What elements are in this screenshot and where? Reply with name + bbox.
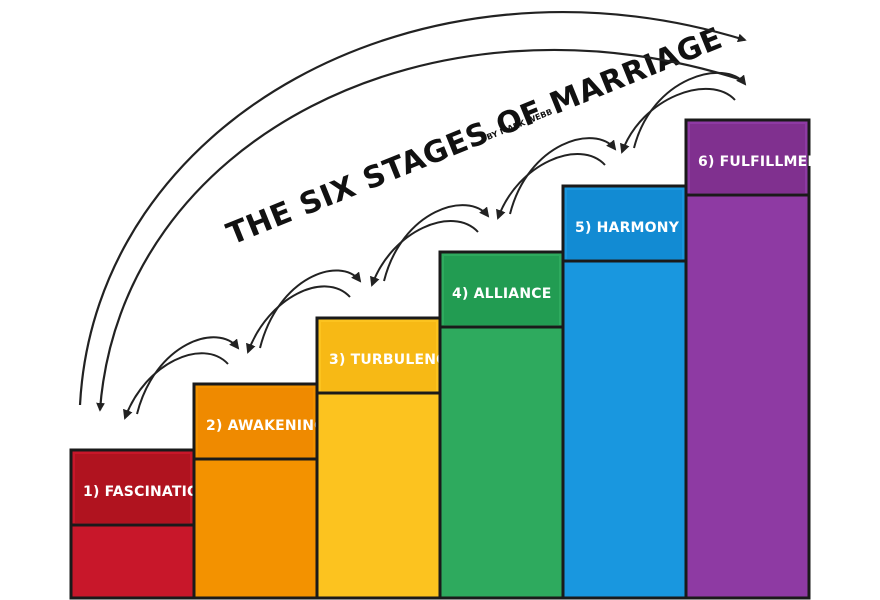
stage-label: 3) TURBULENCE xyxy=(329,352,456,368)
return-big-arc-arrow xyxy=(96,48,743,412)
backward-arrow-2 xyxy=(246,285,351,354)
stage-step-header xyxy=(198,388,313,457)
stage-step-header xyxy=(690,124,805,193)
backward-arrow-3 xyxy=(370,220,479,287)
stage-steps: 1) FASCINATION 2) AWAKENING 3) TURBULENCE 4… xyxy=(69,118,829,600)
backward-arrow-4 xyxy=(496,153,606,220)
stage-step-1: 1) FASCINATION xyxy=(69,448,211,600)
stage-label: 5) HARMONY xyxy=(575,220,680,236)
stage-step-header xyxy=(444,256,559,325)
stage-step-6: 6) FULFILLMENT xyxy=(684,118,829,600)
forward-arrow-2 xyxy=(259,269,362,349)
stage-step-header xyxy=(75,454,190,523)
stage-step-header xyxy=(321,322,436,391)
forward-big-arc-arrow xyxy=(78,11,747,406)
transition-arrows xyxy=(78,11,747,420)
stage-label: 1) FASCINATION xyxy=(83,484,211,500)
backward-arrow-1 xyxy=(123,352,229,420)
stage-step-body xyxy=(684,118,811,600)
stage-step-5: 5) HARMONY xyxy=(561,184,688,600)
forward-arrow-3 xyxy=(383,204,490,282)
stage-step-3: 3) TURBULENCE xyxy=(315,316,456,600)
stage-step-header xyxy=(567,190,682,259)
forward-arrow-5 xyxy=(633,71,747,149)
stage-label: 2) AWAKENING xyxy=(206,418,326,434)
backward-arrow-5 xyxy=(620,87,736,154)
stage-label: 6) FULFILLMENT xyxy=(698,154,829,170)
forward-arrow-4 xyxy=(509,137,617,215)
stage-step-4: 4) ALLIANCE xyxy=(438,250,565,600)
stage-step-2: 2) AWAKENING xyxy=(192,382,326,600)
forward-arrow-1 xyxy=(136,336,240,415)
stage-label: 4) ALLIANCE xyxy=(452,286,552,302)
